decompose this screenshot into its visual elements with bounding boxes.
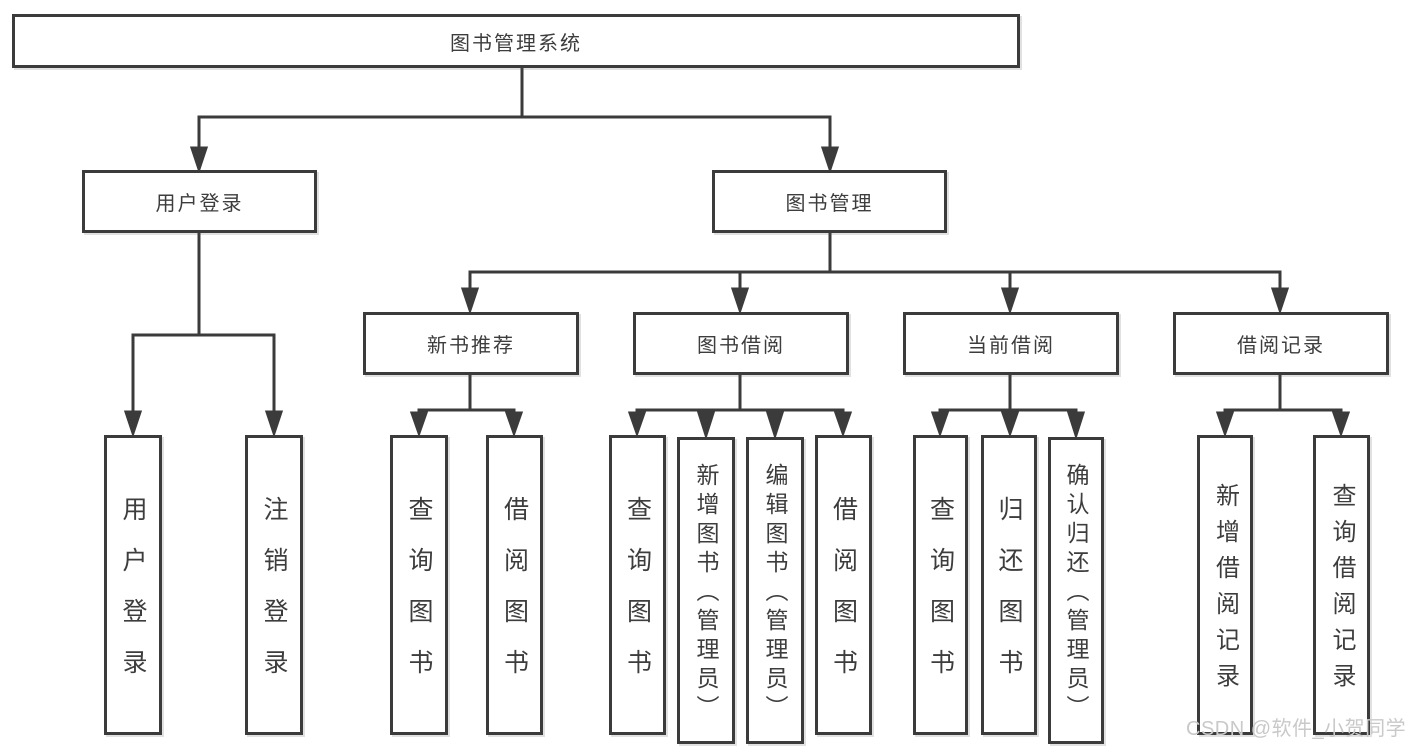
leaf-user-login: 用户登录 <box>104 435 162 735</box>
node-new-book-recommend: 新书推荐 <box>363 312 579 375</box>
leaf-recommend-query-book: 查询图书 <box>390 435 448 735</box>
node-label: 借阅图书 <box>500 496 529 700</box>
node-label: 归还图书 <box>995 496 1023 700</box>
node-label: 当前借阅 <box>967 335 1055 357</box>
node-label: 新增图书（管理员） <box>693 463 719 724</box>
node-label: 确认归还（管理员） <box>1063 463 1089 724</box>
leaf-logout: 注销登录 <box>245 435 303 735</box>
node-label: 借阅记录 <box>1237 335 1325 357</box>
leaf-record-query: 查询借阅记录 <box>1313 435 1370 735</box>
node-label: 查询图书 <box>926 496 955 700</box>
leaf-record-add: 新增借阅记录 <box>1197 435 1253 735</box>
node-user-login: 用户登录 <box>82 170 317 233</box>
node-book-borrow: 图书借阅 <box>633 312 849 375</box>
node-label: 借阅图书 <box>829 496 858 700</box>
node-label: 注销登录 <box>260 496 288 700</box>
node-library-system: 图书管理系统 <box>12 14 1020 68</box>
node-label: 查询图书 <box>405 496 433 700</box>
node-label: 查询借阅记录 <box>1328 483 1355 699</box>
leaf-recommend-borrow-book: 借阅图书 <box>486 435 543 735</box>
leaf-current-confirm-return-admin: 确认归还（管理员） <box>1048 437 1104 744</box>
leaf-current-return-book: 归还图书 <box>981 435 1037 735</box>
node-current-borrow: 当前借阅 <box>903 312 1119 375</box>
leaf-borrow-query-book: 查询图书 <box>609 435 666 735</box>
leaf-current-query-book: 查询图书 <box>913 435 968 735</box>
node-label: 用户登录 <box>155 193 244 215</box>
node-borrow-record: 借阅记录 <box>1173 312 1389 375</box>
leaf-borrow-edit-book-admin: 编辑图书（管理员） <box>746 437 804 744</box>
node-label: 图书借阅 <box>697 335 785 357</box>
leaf-borrow-add-book-admin: 新增图书（管理员） <box>677 437 735 744</box>
node-label: 新书推荐 <box>427 335 515 357</box>
node-book-management: 图书管理 <box>712 170 947 233</box>
node-label: 新增借阅记录 <box>1211 483 1239 699</box>
csdn-watermark: CSDN @软件_小贺同学 <box>1186 718 1405 740</box>
node-label: 图书管理 <box>785 193 874 215</box>
node-label: 查询图书 <box>623 496 652 700</box>
node-label: 用户登录 <box>119 496 147 700</box>
node-label: 图书管理系统 <box>450 32 582 55</box>
node-label: 编辑图书（管理员） <box>762 463 788 724</box>
leaf-borrow-borrow-book: 借阅图书 <box>815 435 872 735</box>
